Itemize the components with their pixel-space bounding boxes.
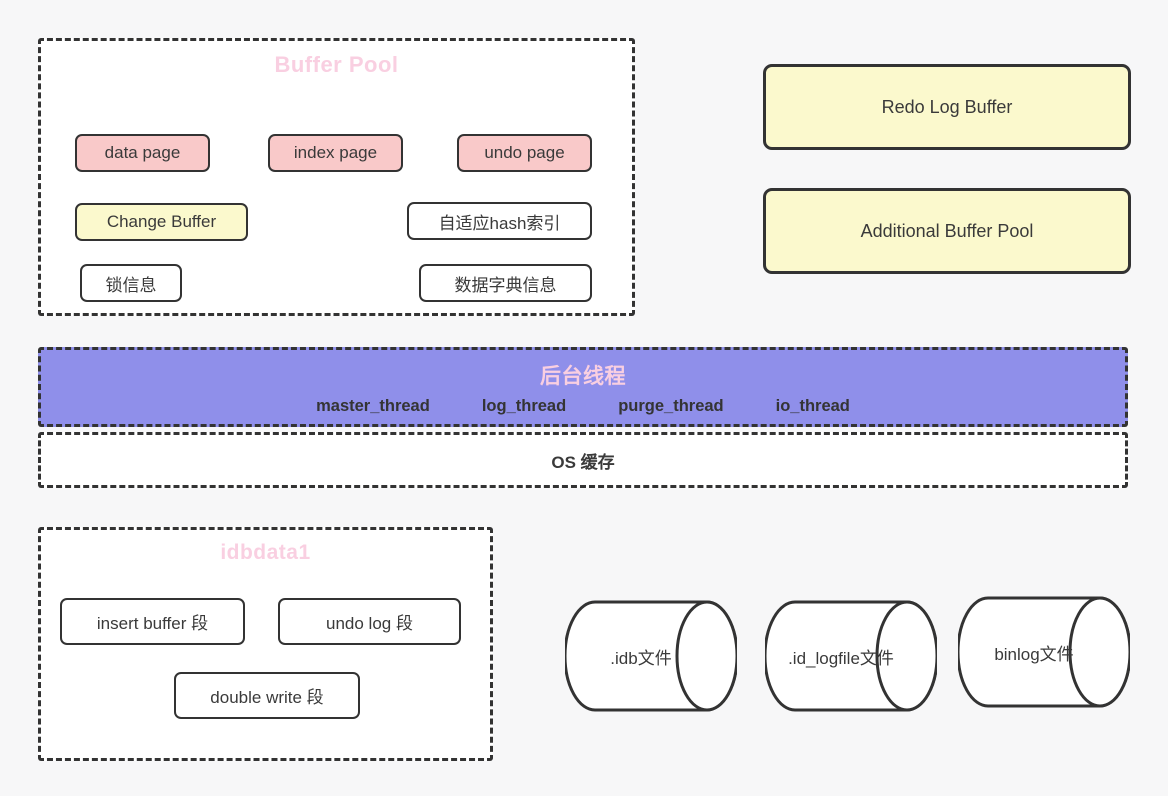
thread-label-io: io_thread [775, 397, 850, 415]
double-write-segment-box: double write 段 [174, 672, 360, 719]
undo-page-box: undo page [457, 134, 592, 172]
additional-buffer-pool-box: Additional Buffer Pool [763, 188, 1131, 274]
index-page-box: index page [268, 134, 403, 172]
cylinder-icon [765, 600, 937, 712]
buffer-pool-title: Buffer Pool [274, 52, 399, 77]
adaptive-hash-index-box: 自适应hash索引 [407, 202, 592, 240]
background-threads-band: 后台线程 master_thread log_thread purge_thre… [38, 347, 1128, 427]
lock-info-box: 锁信息 [80, 264, 182, 302]
redo-log-buffer-box: Redo Log Buffer [763, 64, 1131, 150]
idbdata1-panel: idbdata1 insert buffer 段 undo log 段 doub… [38, 527, 493, 761]
background-threads-title: 后台线程 [540, 365, 626, 388]
insert-buffer-segment-box: insert buffer 段 [60, 598, 245, 645]
os-cache-band: OS 缓存 [38, 432, 1128, 488]
change-buffer-box: Change Buffer [75, 203, 248, 241]
id-logfile-cylinder: .id_logfile文件 [765, 600, 937, 712]
idb-file-cylinder: .idb文件 [565, 600, 737, 712]
cylinder-icon [958, 596, 1130, 708]
cylinder-icon [565, 600, 737, 712]
os-cache-label: OS 缓存 [551, 452, 615, 472]
id-logfile-label: .id_logfile文件 [788, 648, 894, 668]
binlog-file-label: binlog文件 [994, 644, 1074, 664]
thread-label-purge: purge_thread [618, 397, 724, 415]
threads-row: master_thread log_thread purge_thread io… [316, 397, 850, 416]
data-page-box: data page [75, 134, 210, 172]
buffer-pool-panel: Buffer Pool data page index page undo pa… [38, 38, 635, 316]
binlog-file-cylinder: binlog文件 [958, 596, 1130, 708]
thread-label-master: master_thread [316, 397, 430, 415]
undo-log-segment-box: undo log 段 [278, 598, 461, 645]
idb-file-label: .idb文件 [610, 648, 672, 668]
thread-label-log: log_thread [481, 397, 567, 415]
idbdata1-title: idbdata1 [220, 541, 311, 564]
data-dictionary-box: 数据字典信息 [419, 264, 592, 302]
